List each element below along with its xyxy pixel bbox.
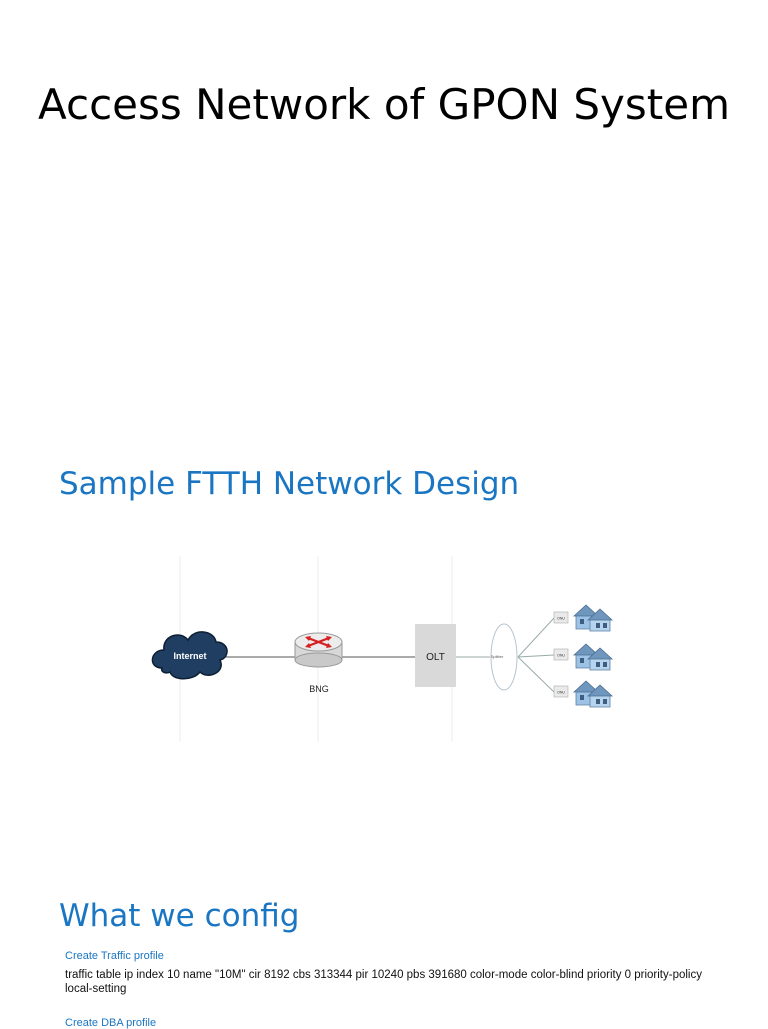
create-dba-profile-link[interactable]: Create DBA profile xyxy=(65,1017,157,1029)
router-icon xyxy=(294,632,343,668)
slide-title: Access Network of GPON System xyxy=(38,80,730,129)
internet-label: Internet xyxy=(173,651,206,661)
onu-1: ONU xyxy=(553,611,569,624)
house-icon xyxy=(572,680,614,708)
onu-2: ONU xyxy=(553,648,569,661)
splitter-icon: Splitter xyxy=(490,623,518,691)
olt-box: OLT xyxy=(415,624,456,687)
onu-label: ONU xyxy=(557,654,565,658)
ftth-network-diagram: Internet BNG OLT Splitter ONU ONU xyxy=(151,556,614,742)
section-heading-ftth: Sample FTTH Network Design xyxy=(59,466,520,502)
create-traffic-profile-link[interactable]: Create Traffic profile xyxy=(65,950,164,962)
link-splitter-onu-2 xyxy=(517,654,555,658)
onu-label: ONU xyxy=(557,691,565,695)
olt-label: OLT xyxy=(426,652,445,663)
section-heading-config: What we config xyxy=(59,898,300,934)
house-icon xyxy=(572,643,614,671)
onu-3: ONU xyxy=(553,685,569,698)
traffic-table-command: traffic table ip index 10 name "10M" cir… xyxy=(65,969,702,995)
link-splitter-onu-1 xyxy=(517,617,555,658)
internet-cloud-icon: Internet xyxy=(151,631,228,680)
house-icon xyxy=(572,604,614,632)
router-label: BNG xyxy=(309,684,329,694)
onu-label: ONU xyxy=(557,617,565,621)
link-splitter-onu-3 xyxy=(517,656,555,693)
splitter-label: Splitter xyxy=(491,654,504,659)
